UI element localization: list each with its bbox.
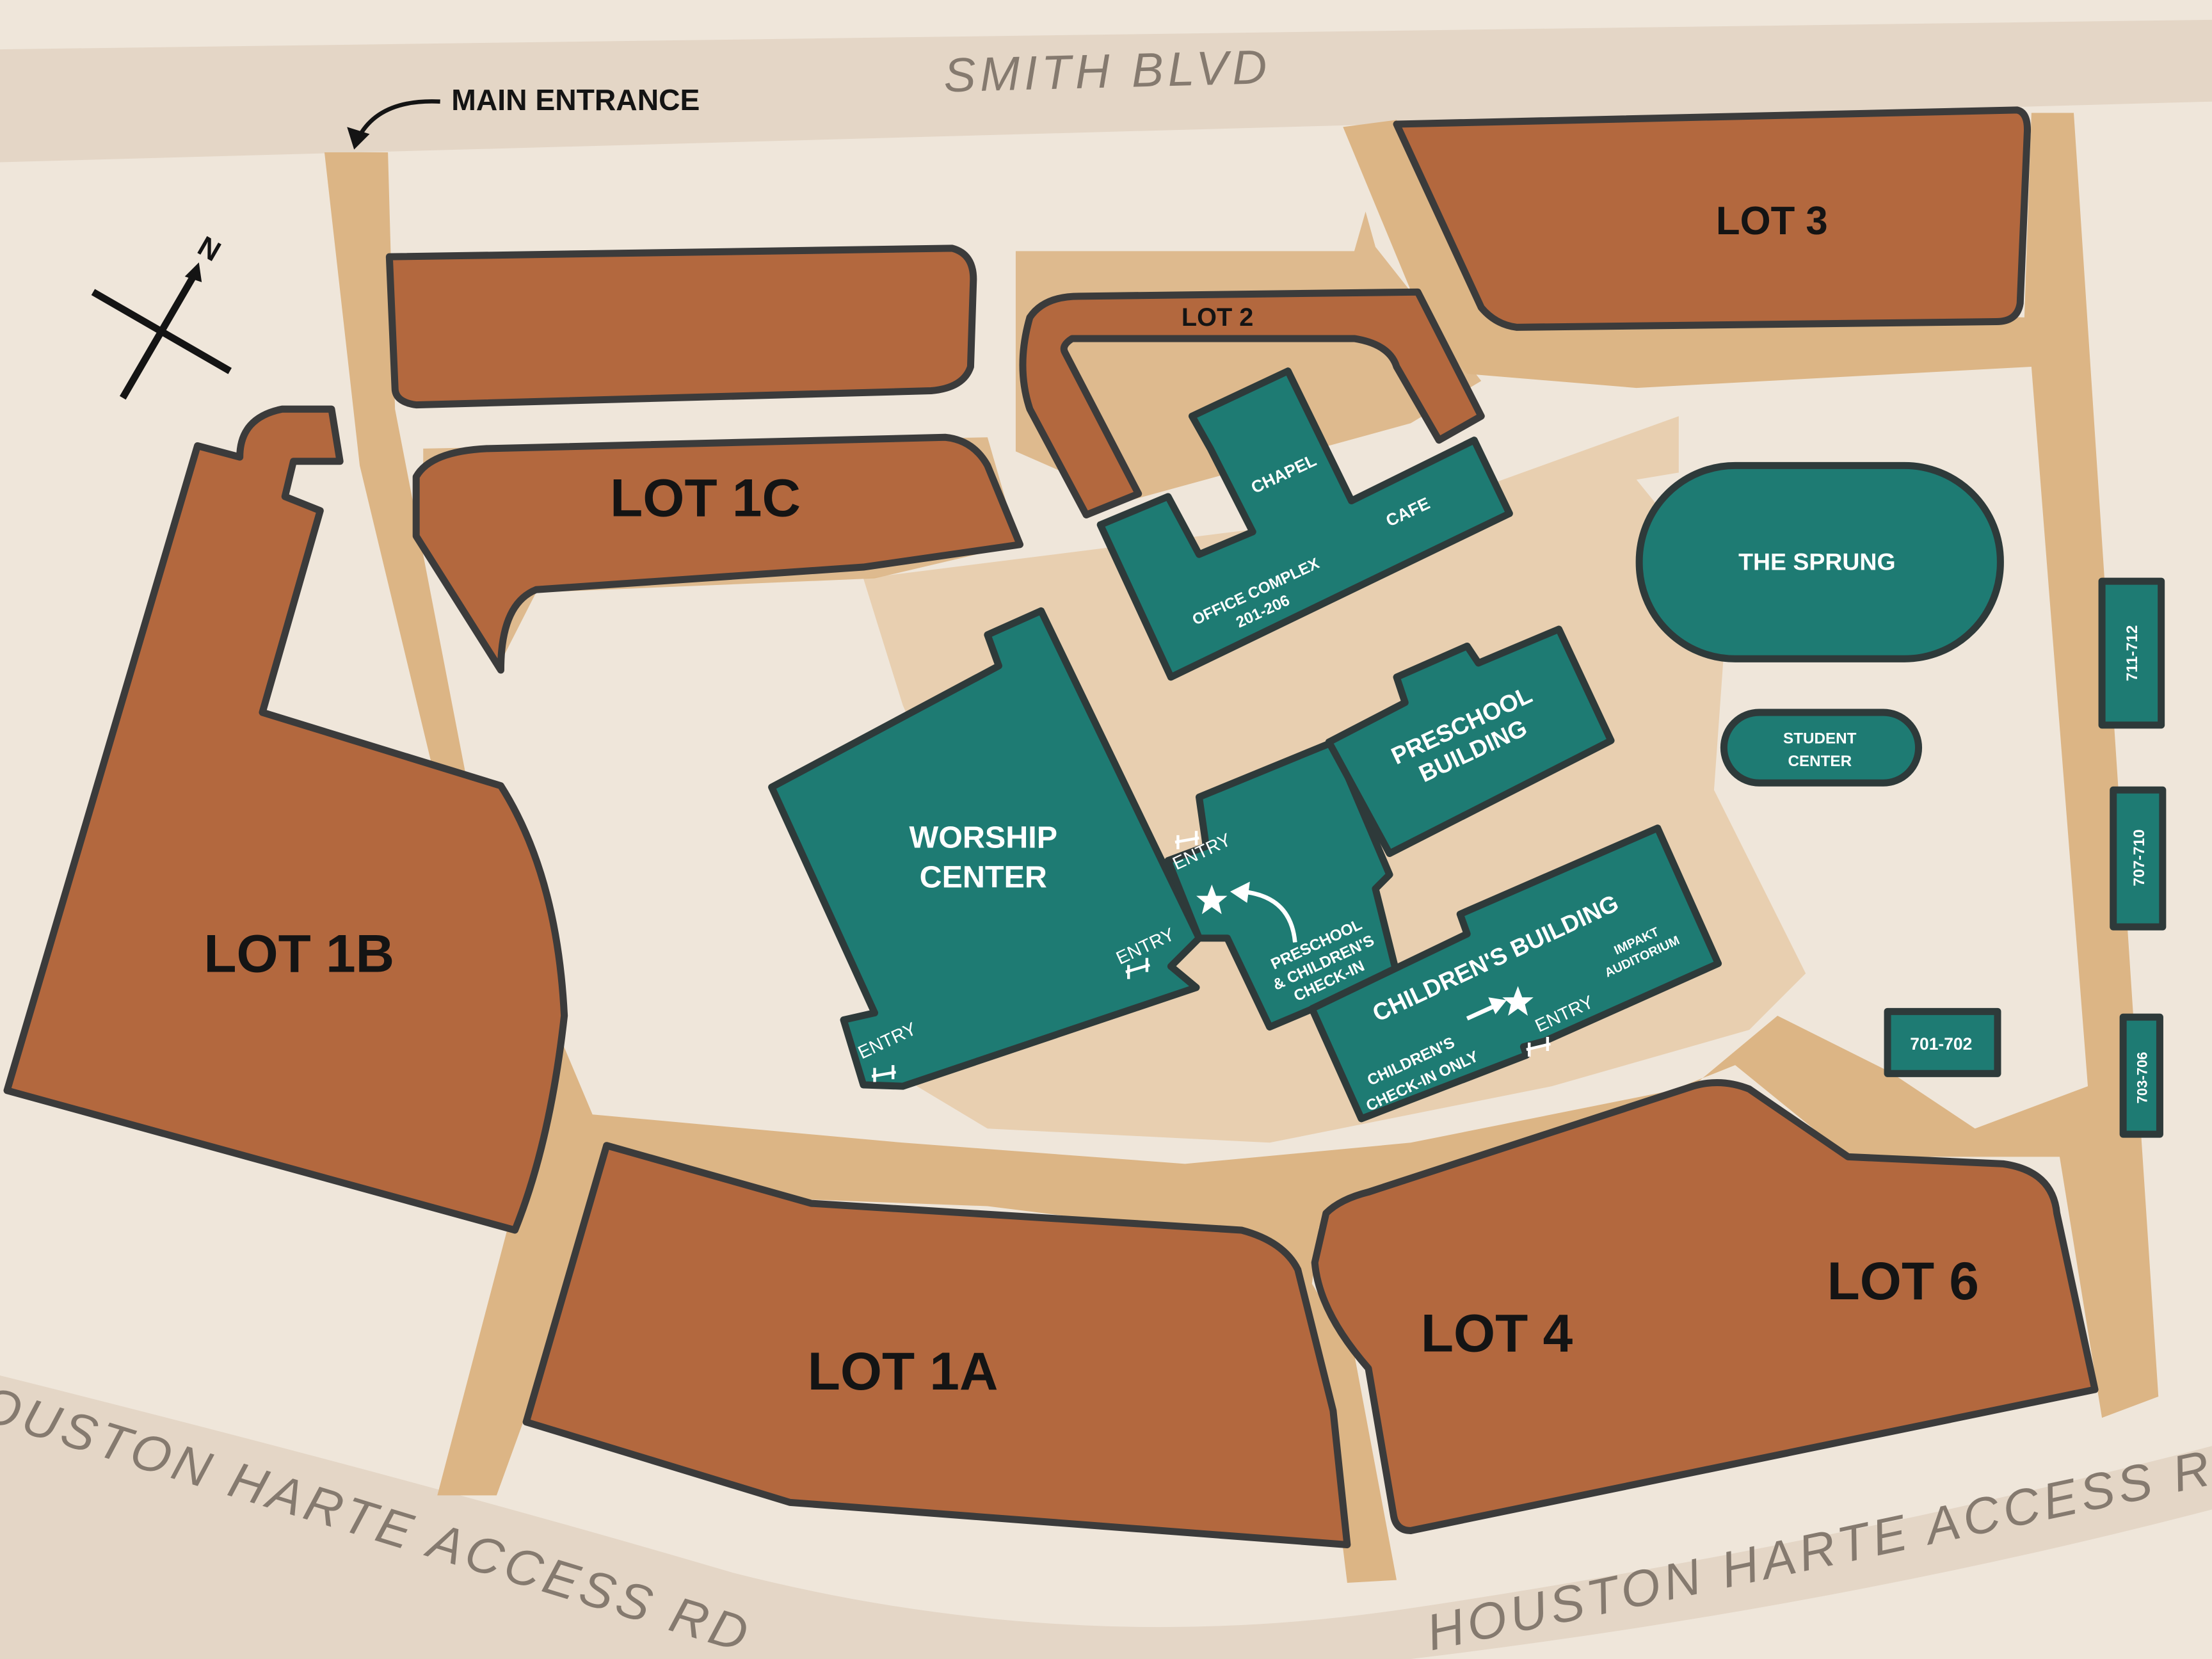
childrens-checkin-star-icon	[1502, 986, 1534, 1016]
lot-1a-shape	[522, 1142, 1351, 1548]
preschool-checkin-arrow	[1230, 881, 1297, 943]
student-center-shape	[1720, 709, 1923, 787]
rooms-711-712-shape	[2098, 577, 2165, 729]
childrens-building-shape	[1308, 824, 1722, 1123]
lot-1c-label: LOT 1C	[610, 468, 801, 528]
lot-2-label: LOT 2	[1182, 303, 1253, 332]
worship-center-label-2: CENTER	[920, 860, 1047, 894]
the-sprung-shape	[1635, 461, 2004, 662]
preschool-building-shape	[1325, 625, 1615, 857]
lot-2-shape	[1019, 288, 1485, 518]
houston-harte-road	[0, 1375, 2212, 1659]
lot-4-6-shape	[1311, 1078, 2099, 1534]
the-sprung-label: THE SPRUNG	[1738, 548, 1896, 575]
office-complex-shape	[1096, 367, 1513, 681]
main-entrance-label: MAIN ENTRANCE	[451, 83, 700, 116]
smith-blvd-label: SMITH BLVD	[943, 40, 1272, 102]
lot-1b-shape	[3, 405, 568, 1234]
rooms-703-706-label: 703-706	[2135, 1052, 2151, 1103]
rooms-701-702-shape	[1884, 1007, 2001, 1077]
check-in-connector-shape	[1164, 738, 1400, 1031]
entry-markers	[871, 831, 1551, 1082]
rooms-701-702-label: 701-702	[1910, 1034, 1972, 1054]
lot-1b-label: LOT 1B	[204, 924, 394, 984]
lot-1c-shape	[412, 433, 1024, 674]
rooms-703-706-shape	[2119, 1013, 2163, 1138]
worship-center-shape	[768, 607, 1203, 1090]
smith-blvd-road	[0, 19, 2212, 163]
lot-3-label: LOT 3	[1716, 199, 1828, 243]
rooms-707-710-shape	[2110, 786, 2167, 931]
rooms-711-712-label: 711-712	[2124, 625, 2141, 682]
student-center-label-2: CENTER	[1788, 753, 1852, 770]
lot-4-label: LOT 4	[1421, 1303, 1573, 1363]
lot-1a-label: LOT 1A	[808, 1341, 998, 1401]
preschool-checkin-star-icon	[1196, 884, 1228, 915]
lot-3-shape	[1393, 106, 2032, 331]
worship-center-label-1: WORSHIP	[909, 821, 1057, 855]
main-entrance-arrow	[347, 99, 440, 150]
north-arrow-icon	[91, 262, 232, 400]
buildings	[768, 367, 2167, 1138]
student-center-label-1: STUDENT	[1783, 730, 1857, 748]
childrens-checkin-arrow	[1466, 997, 1507, 1021]
rooms-707-710-label: 707-710	[2131, 830, 2148, 886]
lot-6-label: LOT 6	[1827, 1251, 1979, 1311]
lot-north-shape	[385, 244, 977, 409]
